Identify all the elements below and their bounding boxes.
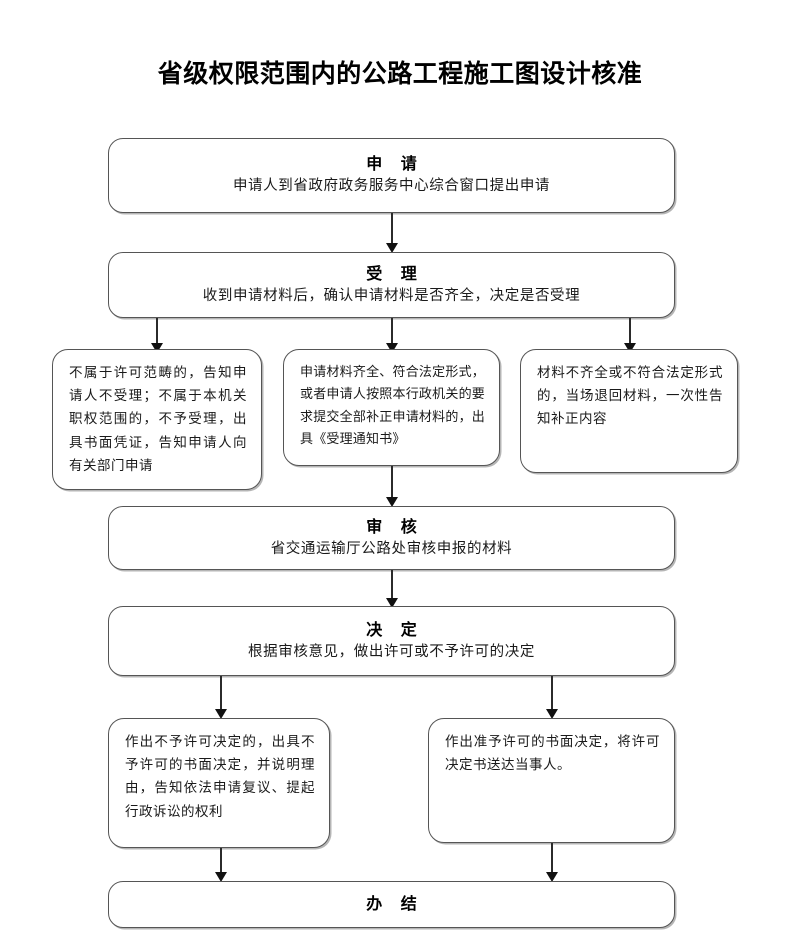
edge-decide-approve-arrow: [545, 709, 558, 719]
node-result-reject-text: 作出不予许可决定的，出具不予许可的书面决定，并说明理由，告知依法申请复议、提起行…: [125, 734, 315, 819]
node-branch-middle-text: 申请材料齐全、符合法定形式，或者申请人按照本行政机关的要求提交全部补正申请材料的…: [300, 364, 485, 447]
edge-accept-left-arrow: [150, 343, 163, 353]
node-result-approve: 作出准予许可的书面决定，将许可决定书送达当事人。: [428, 718, 675, 843]
edge-approve-finish-arrow: [545, 872, 558, 882]
edge-accept-middle-arrow: [385, 343, 398, 353]
node-finish-heading: 办 结: [366, 895, 424, 913]
node-branch-left-text: 不属于许可范畴的，告知申请人不受理；不属于本机关职权范围的，不予受理，出具书面凭…: [69, 365, 247, 473]
edge-branch-review-line: [391, 466, 393, 504]
edge-accept-left-line: [156, 318, 158, 350]
node-review: 审 核 省交通运输厅公路处审核申报的材料: [108, 506, 675, 570]
node-result-reject: 作出不予许可决定的，出具不予许可的书面决定，并说明理由，告知依法申请复议、提起行…: [108, 718, 330, 848]
node-apply: 申 请 申请人到省政府政务服务中心综合窗口提出申请: [108, 138, 675, 213]
edge-decide-reject-arrow: [214, 709, 227, 719]
edge-reject-finish-line: [220, 848, 222, 878]
node-finish: 办 结: [108, 881, 675, 928]
edge-accept-middle-line: [391, 318, 393, 350]
edge-reject-finish-arrow: [214, 872, 227, 882]
edge-review-decide-line: [391, 570, 393, 605]
node-branch-right-text: 材料不齐全或不符合法定形式的，当场退回材料，一次性告知补正内容: [537, 365, 723, 427]
edge-decide-approve-line: [551, 676, 553, 716]
node-accept: 受 理 收到申请材料后，确认申请材料是否齐全，决定是否受理: [108, 252, 675, 318]
node-accept-text: 收到申请材料后，确认申请材料是否齐全，决定是否受理: [202, 287, 581, 304]
node-decide-text: 根据审核意见，做出许可或不予许可的决定: [248, 643, 535, 660]
node-review-heading: 审 核: [366, 518, 424, 536]
edge-apply-accept-arrow: [385, 243, 398, 253]
edge-apply-accept-line: [391, 213, 393, 249]
edge-accept-right-arrow: [623, 343, 636, 353]
edge-branch-review-arrow: [385, 497, 398, 507]
node-accept-heading: 受 理: [366, 265, 424, 283]
node-branch-right: 材料不齐全或不符合法定形式的，当场退回材料，一次性告知补正内容: [520, 349, 738, 473]
node-branch-middle: 申请材料齐全、符合法定形式，或者申请人按照本行政机关的要求提交全部补正申请材料的…: [283, 349, 500, 466]
node-branch-left: 不属于许可范畴的，告知申请人不受理；不属于本机关职权范围的，不予受理，出具书面凭…: [52, 349, 262, 490]
node-decide-heading: 决 定: [366, 621, 424, 639]
edge-approve-finish-line: [551, 843, 553, 878]
node-review-text: 省交通运输厅公路处审核申报的材料: [270, 540, 513, 557]
edge-decide-reject-line: [220, 676, 222, 716]
node-apply-text: 申请人到省政府政务服务中心综合窗口提出申请: [232, 178, 551, 195]
edge-accept-right-line: [629, 318, 631, 350]
node-decide: 决 定 根据审核意见，做出许可或不予许可的决定: [108, 606, 675, 676]
edge-review-decide-arrow: [385, 598, 398, 608]
page-title: 省级权限范围内的公路工程施工图设计核准: [157, 60, 643, 88]
node-result-approve-text: 作出准予许可的书面决定，将许可决定书送达当事人。: [445, 734, 660, 773]
node-apply-heading: 申 请: [366, 156, 424, 174]
